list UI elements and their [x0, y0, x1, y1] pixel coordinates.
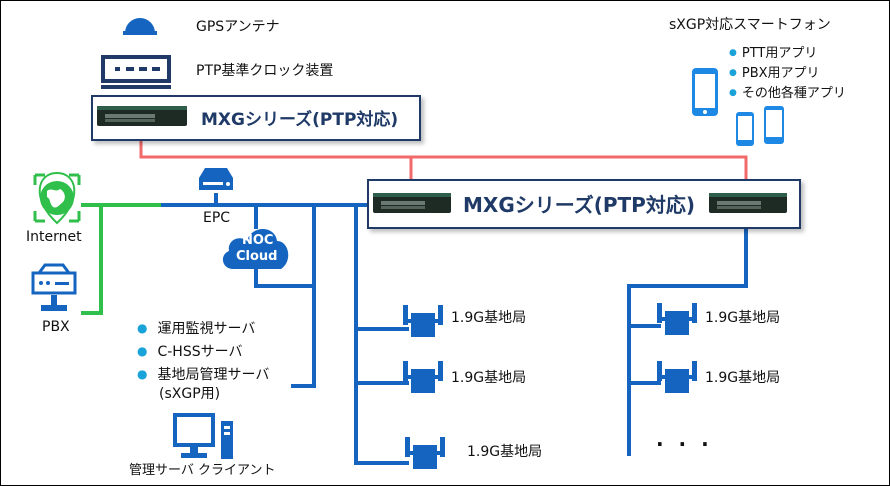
base-station-label: 1.9G基地局 — [705, 310, 781, 326]
internet-globe-icon — [33, 171, 81, 225]
more-ellipsis: . . . — [656, 427, 713, 451]
internet-link — [81, 203, 161, 315]
app-item: PBX用アプリ — [729, 66, 820, 83]
server-item-sub: (sXGP用) — [159, 386, 221, 402]
switch-icon — [97, 106, 187, 126]
server-item: 基地局管理サーバ — [137, 367, 269, 383]
smartphone-icon — [692, 68, 718, 116]
switch-icon — [373, 193, 451, 213]
mxg-main-label: MXGシリーズ(PTP対応) — [463, 193, 695, 217]
smartphone-icon — [764, 106, 784, 144]
pbx-label: PBX — [42, 319, 70, 335]
bs-right-tree — [627, 216, 748, 456]
server-item: C-HSSサーバ — [137, 344, 242, 360]
cloud-label: Cloud — [236, 249, 278, 264]
client-pc-icon — [173, 413, 233, 459]
noc-label: NOC — [242, 233, 274, 248]
client-label: 管理サーバ クライアント — [129, 463, 276, 478]
base-station-icon — [657, 361, 697, 393]
base-station-label: 1.9G基地局 — [451, 310, 527, 326]
cloud-icon — [222, 229, 289, 269]
epc-server-icon — [199, 168, 233, 190]
mxg-top-box — [91, 95, 421, 141]
internet-label: Internet — [26, 229, 82, 245]
ptp-clock-icon — [101, 55, 171, 89]
server-link — [291, 205, 316, 388]
base-station-icon — [403, 305, 443, 337]
bs-left-tree — [354, 205, 409, 465]
base-station-icon — [403, 361, 443, 393]
smartphone-title: sXGP対応スマートフォン — [669, 17, 831, 33]
server-item: 運用監視サーバ — [137, 321, 255, 337]
mxg-main-box — [367, 179, 801, 229]
epc-label: EPC — [203, 210, 231, 226]
base-station-label: 1.9G基地局 — [451, 370, 527, 386]
noc-link — [254, 205, 314, 288]
gps-antenna-icon — [123, 18, 157, 35]
base-station-icon — [405, 437, 445, 469]
base-station-icon — [657, 303, 697, 335]
pbx-icon — [31, 263, 77, 311]
switch-icon — [709, 193, 787, 213]
app-item: その他各種アプリ — [729, 86, 846, 103]
mxg-top-label: MXGシリーズ(PTP対応) — [201, 110, 399, 130]
base-station-label: 1.9G基地局 — [467, 444, 543, 460]
ptp-clock-label: PTP基準クロック装置 — [196, 63, 334, 79]
gps-label: GPSアンテナ — [196, 19, 280, 35]
smartphone-icon — [736, 112, 754, 146]
base-station-label: 1.9G基地局 — [705, 370, 781, 386]
app-item: PTT用アプリ — [729, 46, 818, 63]
